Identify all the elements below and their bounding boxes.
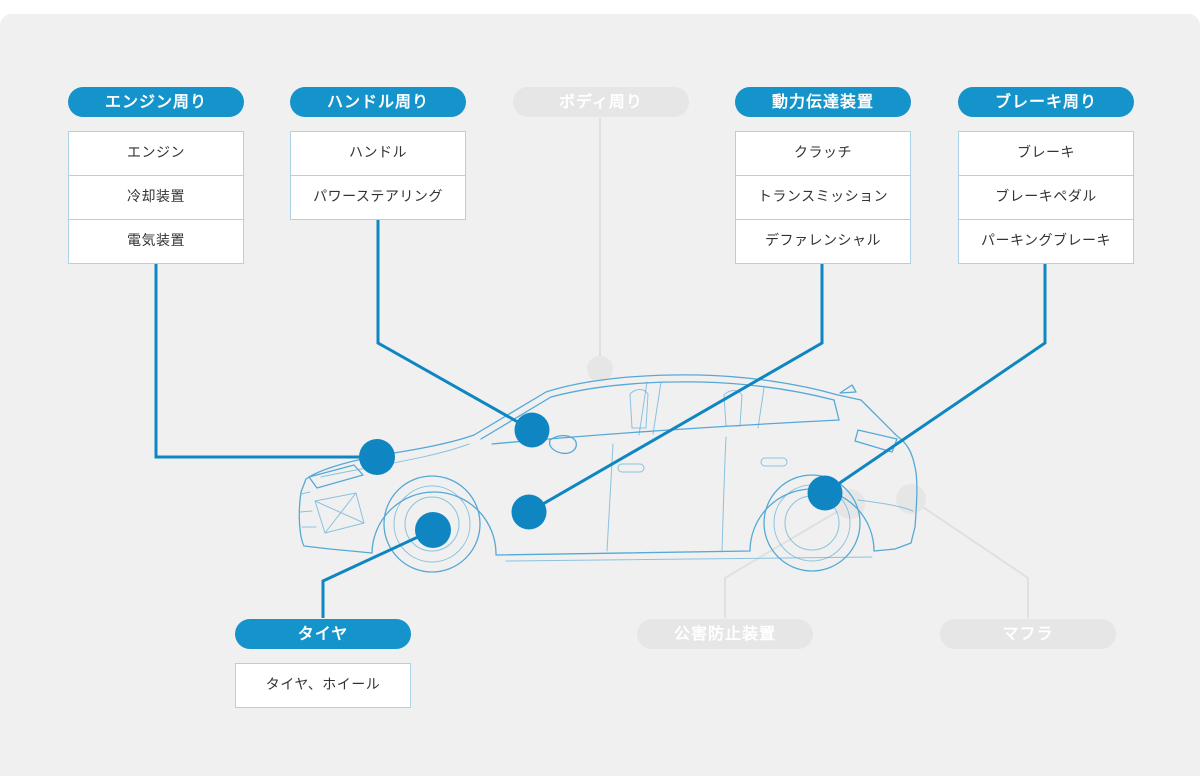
car-headlight [308,464,364,489]
brake-point [807,475,843,511]
car-rear-tire [763,474,861,572]
car-side-mirror [548,435,577,455]
car-window-top [550,381,835,401]
car-door-handle-front [617,463,645,473]
body-point [587,356,613,382]
category-pill-muffler: マフラ [940,619,1116,649]
powertrain-point [511,494,547,530]
car-c-pillar [757,387,765,429]
group-body: ボディ周り [513,87,689,117]
group-steering: ハンドル周り ハンドルパワーステアリング [290,87,466,220]
part-item: デファレンシャル [736,219,910,263]
car-tail-lamp [854,429,898,453]
car-grille-lines [299,491,317,528]
car-antenna-fin [839,384,857,394]
car-a-pillar [480,396,552,440]
car-rear-bumper-crease [857,499,914,512]
car-hood-crease [320,443,470,478]
steering-point [514,412,550,448]
part-item: パワーステアリング [291,175,465,219]
parts-list-powertrain: クラッチトランスミッションデファレンシャル [735,131,911,264]
connector-steering [376,220,533,432]
group-muffler: マフラ [940,619,1116,649]
part-item: ハンドル [349,145,407,161]
connector-muffler [910,498,1029,618]
connector-pollution-control [724,503,851,618]
car-body-outline [298,374,918,556]
category-pill-tire: タイヤ [235,619,411,649]
group-brake: ブレーキ周り ブレーキブレーキペダルパーキングブレーキ [958,87,1134,264]
category-pill-body: ボディ周り [513,87,689,117]
car-headrest-front [629,389,649,429]
category-pill-engine: エンジン周り [68,87,244,117]
category-pill-powertrain: 動力伝達装置 [735,87,911,117]
part-item: 冷却装置 [69,175,243,219]
connector-powertrain [528,263,824,514]
parts-list-steering: ハンドルパワーステアリング [290,131,466,220]
group-tire: タイヤ タイヤ、ホイール [235,619,411,708]
connector-brake [824,263,1047,495]
part-item: タイヤ、ホイール [265,677,381,693]
part-item: パーキングブレーキ [959,219,1133,263]
part-item: ブレーキ [1017,145,1075,161]
part-item: クラッチ [794,145,852,161]
car-front-rim [393,485,471,563]
car-front-door-seam [606,443,614,552]
inactive-connectors [587,118,1029,618]
part-item: トランスミッション [736,175,910,219]
connector-engine [154,263,377,459]
car-rocker-line [505,556,873,562]
car-illustration [298,374,918,573]
parts-list-engine: エンジン冷却装置電気装置 [68,131,244,264]
part-item: ブレーキペダル [959,175,1133,219]
parts-list-tire: タイヤ、ホイール [235,663,411,708]
connector-tire [321,528,434,618]
parts-list-brake: ブレーキブレーキペダルパーキングブレーキ [958,131,1134,264]
car-fog-lamp [314,492,365,534]
category-pill-pollution-control: 公害防止装置 [637,619,813,649]
category-pill-brake: ブレーキ周り [958,87,1134,117]
car-front-tire [383,475,481,573]
part-item: 電気装置 [69,219,243,263]
group-pollution-control: 公害防止装置 [637,619,813,649]
car-rear-door-seam [721,436,727,553]
part-item: エンジン [127,145,185,161]
car-door-handle-rear [760,457,788,467]
car-front-hub [404,496,460,552]
muffler-point [896,484,926,514]
group-powertrain: 動力伝達装置 クラッチトランスミッションデファレンシャル [735,87,911,264]
group-engine: エンジン周り エンジン冷却装置電気装置 [68,87,244,264]
engine-point [359,439,395,475]
car-c-pillar-rear [833,399,840,421]
category-pill-steering: ハンドル周り [290,87,466,117]
active-connectors [154,220,1047,618]
tire-point [415,512,451,548]
